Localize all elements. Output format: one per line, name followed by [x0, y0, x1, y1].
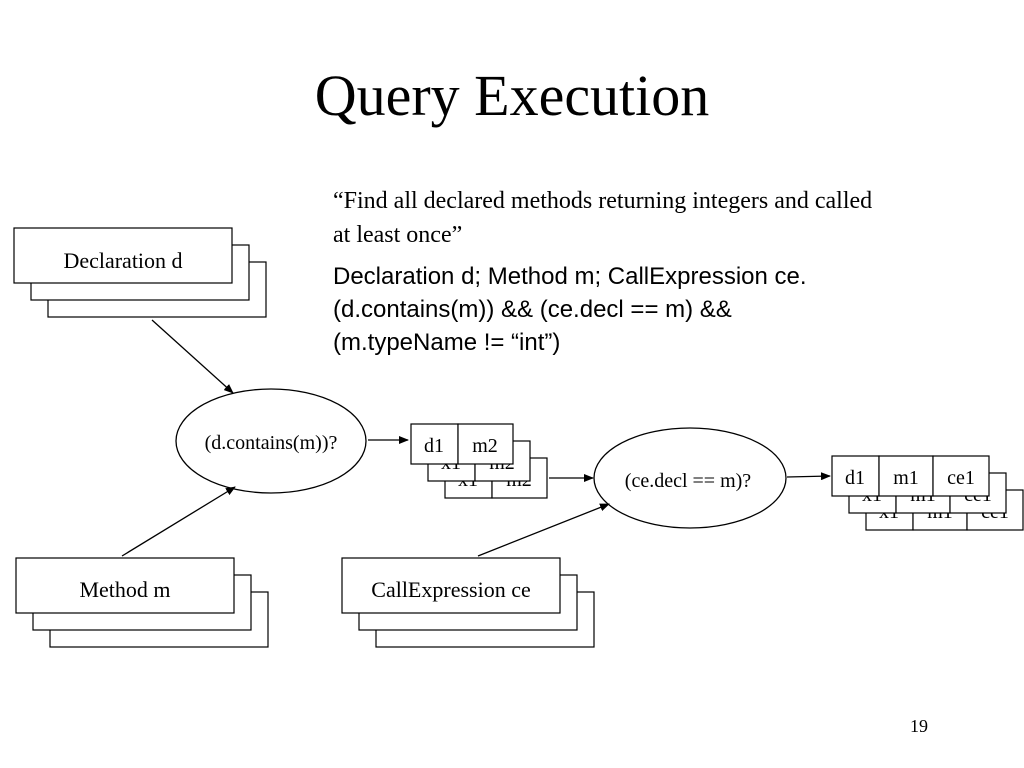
- call-expression-source-stack: CallExpression ce: [341, 557, 595, 648]
- query-code: Declaration d; Method m; CallExpression …: [333, 260, 973, 359]
- output-tuple-front: d1 m1 ce1: [831, 455, 990, 497]
- query-description-line: at least once”: [333, 222, 463, 248]
- tuple-cell-text: d1: [424, 435, 444, 457]
- slide-title: Query Execution: [314, 63, 710, 128]
- tuple-cell: [878, 455, 934, 497]
- method-stack-front: [15, 557, 235, 614]
- query-description: “Find all declared methods returning int…: [333, 184, 993, 252]
- tuple-cell-text: m2: [472, 435, 498, 457]
- contains-filter-label: (d.contains(m))?: [205, 432, 338, 454]
- method-source-label: Method m: [79, 577, 170, 602]
- tuple-cell: [932, 455, 990, 497]
- intermediate-tuple-front: d1 m2: [410, 423, 514, 465]
- decl-eq-filter-node: [593, 427, 787, 529]
- query-code-line: (d.contains(m)) && (ce.decl == m) &&: [333, 296, 732, 323]
- intermediate-tuple-stack: x1 m2 x1 m2 d1 m2: [410, 423, 548, 499]
- contains-filter-node: [175, 388, 367, 494]
- arrow-method-to-contains: [121, 486, 236, 557]
- tuple-cell-text: d1: [845, 467, 865, 489]
- query-code-line: Declaration d; Method m; CallExpression …: [333, 263, 807, 290]
- tuple-cell-text: m1: [893, 467, 919, 489]
- method-source-stack: Method m: [15, 557, 269, 648]
- query-description-line: “Find all declared methods returning int…: [333, 188, 873, 214]
- tuple-cell: [457, 423, 514, 465]
- tuple-cell: [831, 455, 880, 497]
- arrow-declaration-to-contains: [151, 319, 234, 394]
- arrow-call-expression-to-decl-eq: [477, 503, 610, 557]
- call-expression-source-label: CallExpression ce: [371, 577, 530, 602]
- declaration-source-stack: Declaration d: [13, 227, 267, 318]
- page-number: 19: [910, 716, 928, 736]
- declaration-source-label: Declaration d: [63, 248, 182, 273]
- output-tuple-stack: x1 m1 ce1 x1 m1 ce1 d1 m1 ce1: [831, 455, 1024, 531]
- decl-eq-filter-label: (ce.decl == m)?: [625, 470, 752, 492]
- tuple-cell-text: ce1: [947, 467, 975, 489]
- call-expression-stack-front: [341, 557, 561, 614]
- query-code-line: (m.typeName != “int”): [333, 329, 561, 356]
- arrow-decl-eq-to-output: [786, 472, 831, 481]
- declaration-stack-front: [13, 227, 233, 284]
